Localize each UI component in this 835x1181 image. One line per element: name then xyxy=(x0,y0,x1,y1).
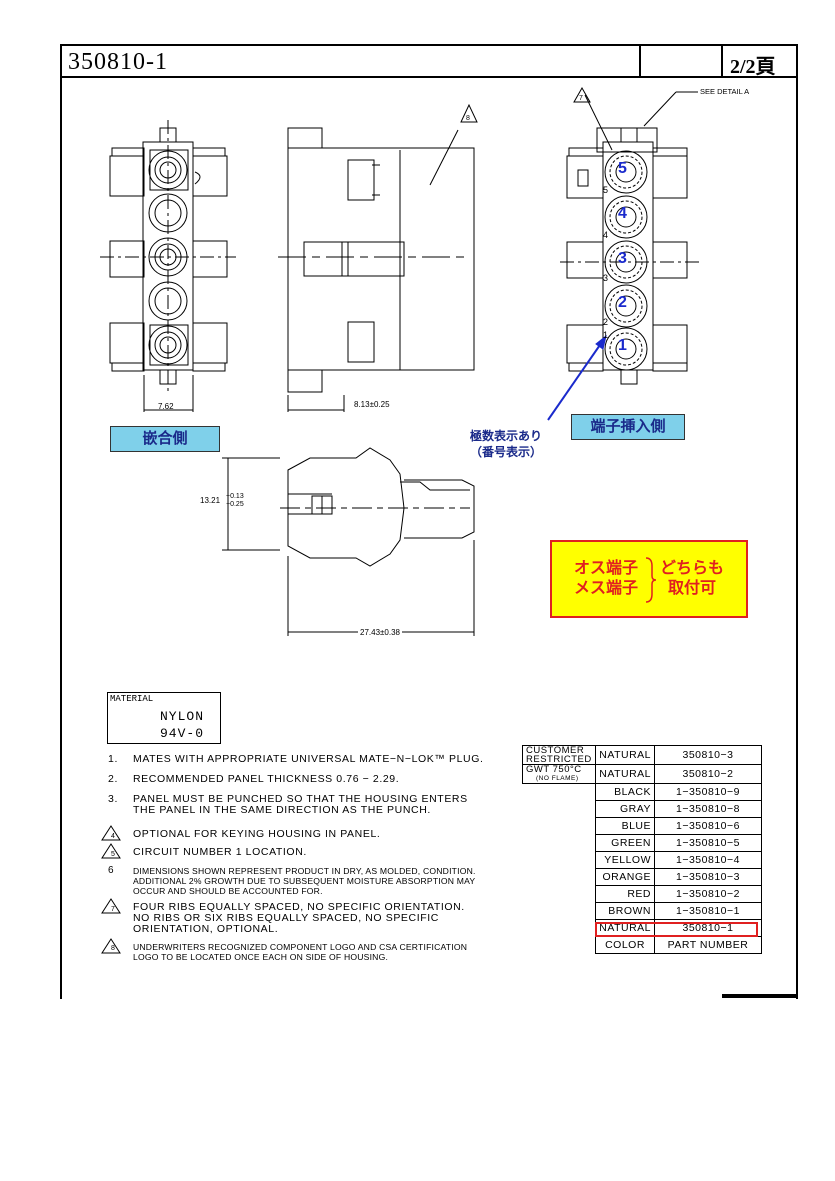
part-cell: 1−350810−5 xyxy=(654,834,762,852)
small-number-2: 2 xyxy=(603,317,609,327)
triangle-icon xyxy=(101,843,121,859)
female-terminal-text: メス端子 xyxy=(574,580,639,597)
title-divider xyxy=(639,46,641,76)
page-number: 2/2頁 xyxy=(730,56,776,78)
position-number-3: 3 xyxy=(618,250,627,267)
material-rating: 94V-0 xyxy=(160,726,205,741)
dim-height-tolerance: +0.13−0.25 xyxy=(226,493,244,508)
position-number-2: 2 xyxy=(618,294,627,311)
callout-triangle-8: 8 xyxy=(460,103,478,123)
small-number-3: 3 xyxy=(603,273,609,283)
part-cell: 1−350810−4 xyxy=(654,851,762,869)
material-value: NYLON xyxy=(160,709,205,724)
sheet-corner-bar xyxy=(722,994,798,998)
triangle-icon xyxy=(101,938,121,954)
color-cell: YELLOW xyxy=(595,851,655,869)
part-cell: 1−350810−9 xyxy=(654,783,762,801)
table-row: GWT 750°C(NO FLAME) NATURAL 350810−2 xyxy=(522,764,762,784)
part-number-header: PART NUMBER xyxy=(654,936,762,954)
color-cell: GREEN xyxy=(595,834,655,852)
see-detail-label: SEE DETAIL A xyxy=(700,87,750,96)
small-number-5: 5 xyxy=(603,185,609,195)
color-cell: BROWN xyxy=(595,902,655,920)
triangle-icon xyxy=(101,825,121,841)
material-box: MATERIAL NYLON 94V-0 xyxy=(107,692,221,744)
material-label: MATERIAL xyxy=(110,694,154,704)
position-number-5: 5 xyxy=(618,160,627,177)
dim-length: 27.43±0.38 xyxy=(358,628,402,637)
part-cell: 1−350810−3 xyxy=(654,868,762,886)
part-cell: 1−350810−8 xyxy=(654,800,762,818)
mating-side-label: 嵌合側 xyxy=(110,426,220,452)
color-cell: ORANGE xyxy=(595,868,655,886)
svg-text:7: 7 xyxy=(579,95,583,102)
brace-icon xyxy=(645,557,657,603)
color-cell: NATURAL xyxy=(595,764,655,784)
part-cell: 1−350810−6 xyxy=(654,817,762,835)
terminal-side-view xyxy=(560,91,700,385)
color-cell: GRAY xyxy=(595,800,655,818)
part-number-title: 350810-1 xyxy=(68,49,168,75)
top-view xyxy=(222,447,475,636)
terminal-compatibility-box: オス端子 メス端子 どちらも 取付可 xyxy=(550,540,748,618)
drawing-sheet: 350810-1 2/2頁 xyxy=(60,44,798,999)
dim-height: 13.21 xyxy=(200,496,221,505)
part-cell: 350810−3 xyxy=(654,745,762,765)
color-cell: NATURAL xyxy=(595,745,655,765)
position-number-4: 4 xyxy=(618,205,627,222)
svg-text:8: 8 xyxy=(466,115,470,122)
highlighted-row xyxy=(595,922,758,937)
callout-triangle-7: 7 xyxy=(573,86,591,103)
male-terminal-text: オス端子 xyxy=(574,560,639,577)
installable-text: 取付可 xyxy=(668,580,717,597)
mating-side-view xyxy=(100,120,236,412)
small-number-4: 4 xyxy=(603,230,609,240)
terminal-side-label: 端子挿入側 xyxy=(571,414,685,440)
triangle-icon xyxy=(101,898,121,914)
part-cell: 1−350810−2 xyxy=(654,885,762,903)
color-header: COLOR xyxy=(595,936,655,954)
dim-width: 7.62 xyxy=(158,402,174,411)
terminal-note-arrow xyxy=(547,334,607,421)
dim-depth: 8.13±0.25 xyxy=(354,400,390,409)
either-text: どちらも xyxy=(660,560,725,577)
small-number-1: 1 xyxy=(603,330,609,340)
position-number-1: 1 xyxy=(618,337,627,354)
title-divider xyxy=(721,46,723,76)
part-cell: 1−350810−1 xyxy=(654,902,762,920)
condition-cell: GWT 750°C(NO FLAME) xyxy=(522,764,596,784)
terminal-number-note: 極数表示あり （番号表示） xyxy=(469,429,542,459)
part-cell: 350810−2 xyxy=(654,764,762,784)
color-cell: BLUE xyxy=(595,817,655,835)
title-bar: 350810-1 2/2頁 xyxy=(62,46,796,78)
color-cell: RED xyxy=(595,885,655,903)
side-view xyxy=(278,127,475,412)
color-cell: BLACK xyxy=(595,783,655,801)
